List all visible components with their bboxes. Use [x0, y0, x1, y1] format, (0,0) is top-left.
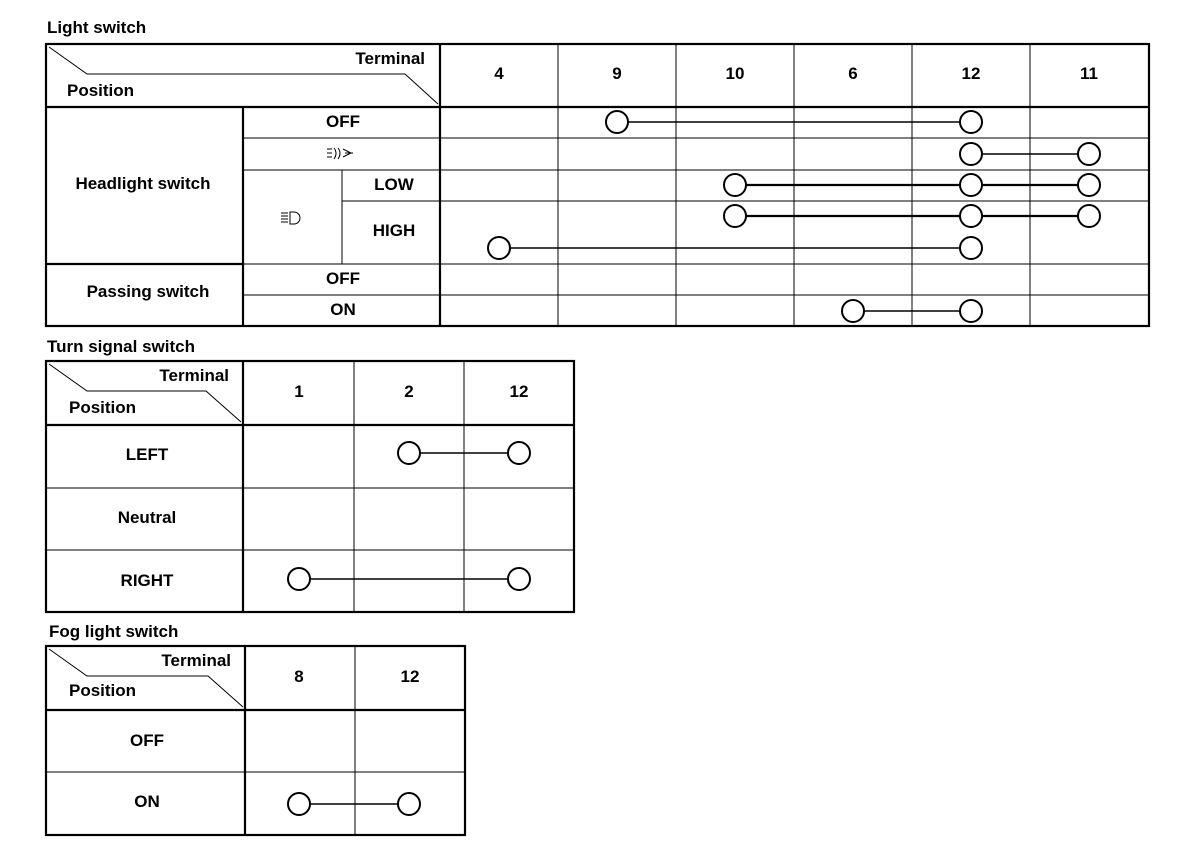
terminal-node	[959, 236, 983, 260]
turn-signal-connections	[287, 441, 531, 591]
terminal-node	[507, 441, 531, 465]
terminal-node	[959, 299, 983, 323]
light-switch-table	[44, 42, 1151, 328]
headlight-switch-label: Headlight switch	[75, 174, 210, 193]
terminal-node	[1077, 204, 1101, 228]
turn-signal-switch-title: Turn signal switch	[47, 337, 195, 356]
parking-lamp-icon	[327, 147, 353, 160]
position-header: Position	[67, 81, 134, 100]
terminal-node	[287, 792, 311, 816]
passing-off-label: OFF	[326, 269, 360, 288]
terminal-node	[841, 299, 865, 323]
light-switch-connections	[487, 110, 1101, 323]
fog-position-on-label: ON	[134, 792, 160, 811]
terminal-label: 12	[510, 382, 529, 401]
passing-on-label: ON	[330, 300, 356, 319]
position-low-label: LOW	[374, 175, 415, 194]
terminal-node	[959, 173, 983, 197]
terminal-label: 11	[1080, 64, 1098, 83]
terminal-node	[723, 204, 747, 228]
terminal-label: 8	[294, 667, 303, 686]
terminal-label: 12	[401, 667, 420, 686]
fog-position-off-label: OFF	[130, 731, 164, 750]
terminal-node	[397, 441, 421, 465]
position-right-label: RIGHT	[121, 571, 175, 590]
terminal-label: 9	[612, 64, 621, 83]
header-diagonal	[48, 648, 244, 708]
terminal-node	[507, 567, 531, 591]
fog-light-connections	[287, 792, 421, 816]
position-header: Position	[69, 681, 136, 700]
terminal-node	[959, 204, 983, 228]
terminal-node	[287, 567, 311, 591]
terminal-node	[723, 173, 747, 197]
terminal-header: Terminal	[161, 651, 231, 670]
position-neutral-label: Neutral	[118, 508, 177, 527]
terminal-node	[487, 236, 511, 260]
terminal-header: Terminal	[159, 366, 229, 385]
light-switch-title: Light switch	[47, 18, 146, 37]
header-diagonal	[48, 363, 242, 423]
light-switch-terminal-labels: 4 9 10 6 12 11	[494, 64, 1098, 83]
passing-switch-label: Passing switch	[87, 282, 210, 301]
terminal-label: 4	[494, 64, 504, 83]
terminal-node	[959, 142, 983, 166]
terminal-label: 1	[294, 382, 303, 401]
terminal-node	[605, 110, 629, 134]
terminal-header: Terminal	[355, 49, 425, 68]
terminal-node	[397, 792, 421, 816]
terminal-node	[959, 110, 983, 134]
header-diagonal	[48, 46, 439, 105]
fog-light-switch-title: Fog light switch	[49, 622, 178, 641]
terminal-label: 6	[848, 64, 857, 83]
terminal-label: 10	[726, 64, 745, 83]
turn-signal-table	[44, 359, 576, 614]
position-header: Position	[69, 398, 136, 417]
position-off-label: OFF	[326, 112, 360, 131]
position-high-label: HIGH	[373, 221, 416, 240]
terminal-node	[1077, 142, 1101, 166]
terminal-label: 2	[404, 382, 413, 401]
fog-light-table	[44, 644, 467, 837]
headlamp-icon	[281, 211, 301, 225]
terminal-label: 12	[962, 64, 981, 83]
terminal-node	[1077, 173, 1101, 197]
position-left-label: LEFT	[126, 445, 169, 464]
